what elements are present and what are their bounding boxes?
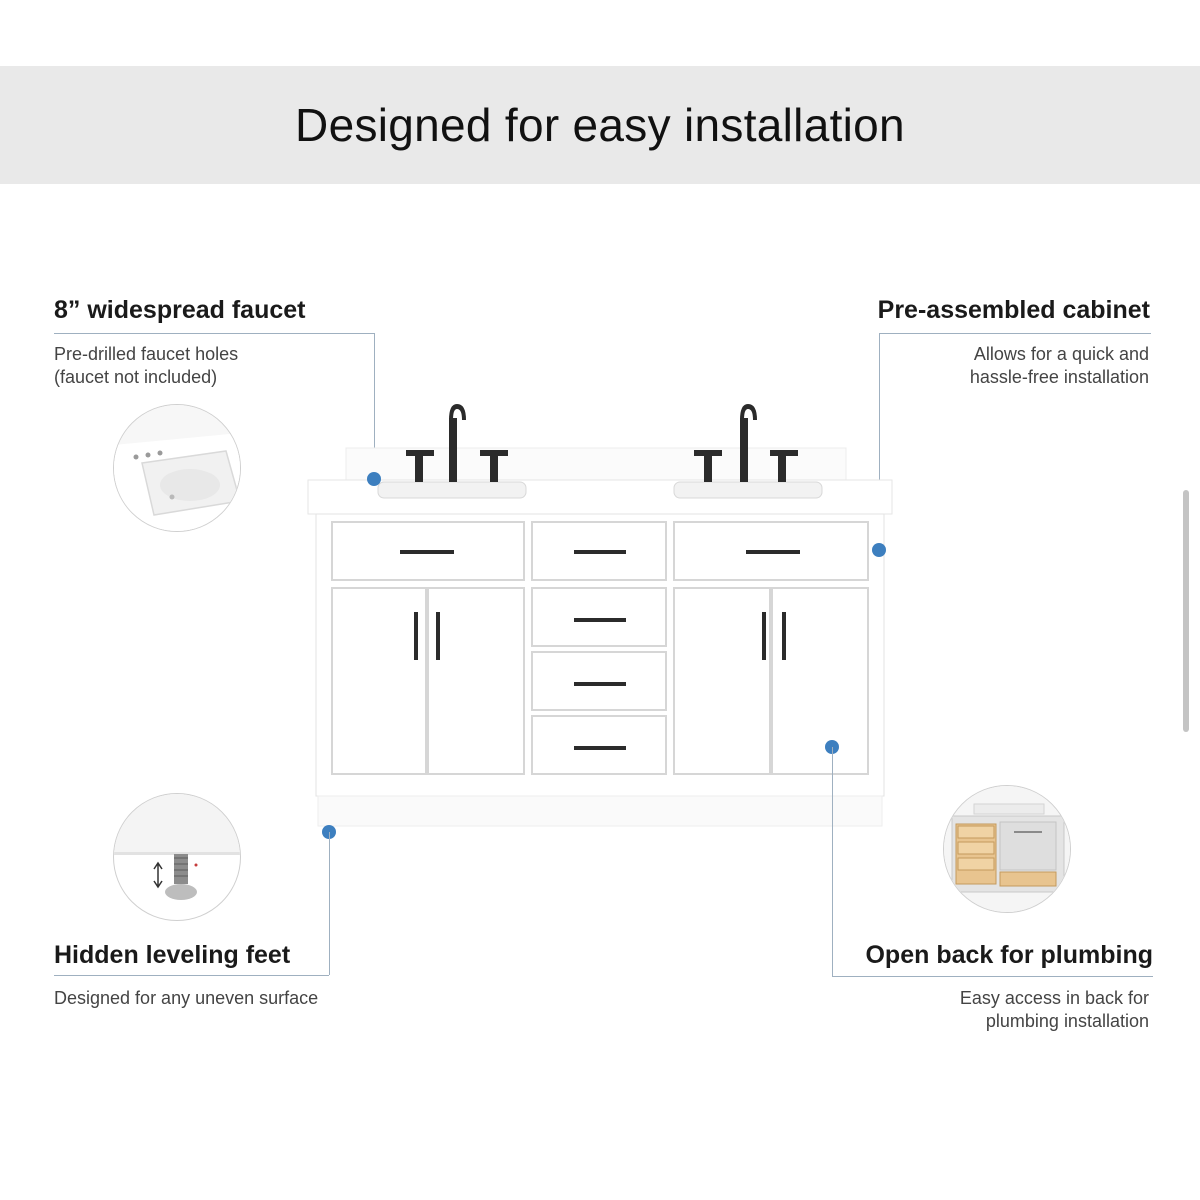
feet-callout-title: Hidden leveling feet (54, 941, 291, 969)
leveling-foot-icon (113, 793, 241, 921)
faucet-desc-line2: (faucet not included) (54, 367, 218, 387)
plumbing-desc-line2: plumbing installation (985, 1011, 1149, 1031)
plumbing-leader-line (832, 747, 833, 976)
plumbing-callout-title: Open back for plumbing (865, 941, 1153, 969)
cabinet-desc-line1: Allows for a quick and (973, 344, 1149, 364)
feet-callout-rule (54, 975, 329, 976)
cabinet-callout-desc: Allows for a quick and hassle-free insta… (970, 343, 1149, 389)
open-back-icon (943, 785, 1071, 913)
plumbing-callout-rule (832, 976, 1153, 977)
plumbing-desc-line1: Easy access in back for (959, 988, 1149, 1008)
page-title: Designed for easy installation (295, 99, 905, 151)
cabinet-leader-line (879, 333, 880, 550)
plumbing-callout-desc: Easy access in back for plumbing install… (960, 987, 1149, 1033)
faucet-callout-dot (367, 472, 381, 486)
cabinet-callout-title: Pre-assembled cabinet (877, 296, 1150, 324)
feet-callout-desc: Designed for any uneven surface (54, 988, 319, 1008)
faucet-callout-title: 8” widespread faucet (54, 296, 306, 324)
faucet-callout-desc: Pre-drilled faucet holes (faucet not inc… (54, 343, 238, 389)
cabinet-callout-rule (879, 333, 1151, 334)
faucet-desc-line1: Pre-drilled faucet holes (54, 344, 239, 364)
title-banner: Designed for easy installation (0, 66, 1200, 184)
faucet-detail-icon (113, 404, 241, 532)
cabinet-callout-dot (872, 543, 886, 557)
feet-leader-line (329, 832, 330, 975)
scrollbar-thumb[interactable] (1183, 490, 1189, 732)
faucet-leader-line (374, 333, 375, 479)
faucet-callout-rule (54, 333, 374, 334)
vanity-illustration (300, 396, 900, 841)
cabinet-desc-line2: hassle-free installation (969, 367, 1149, 387)
